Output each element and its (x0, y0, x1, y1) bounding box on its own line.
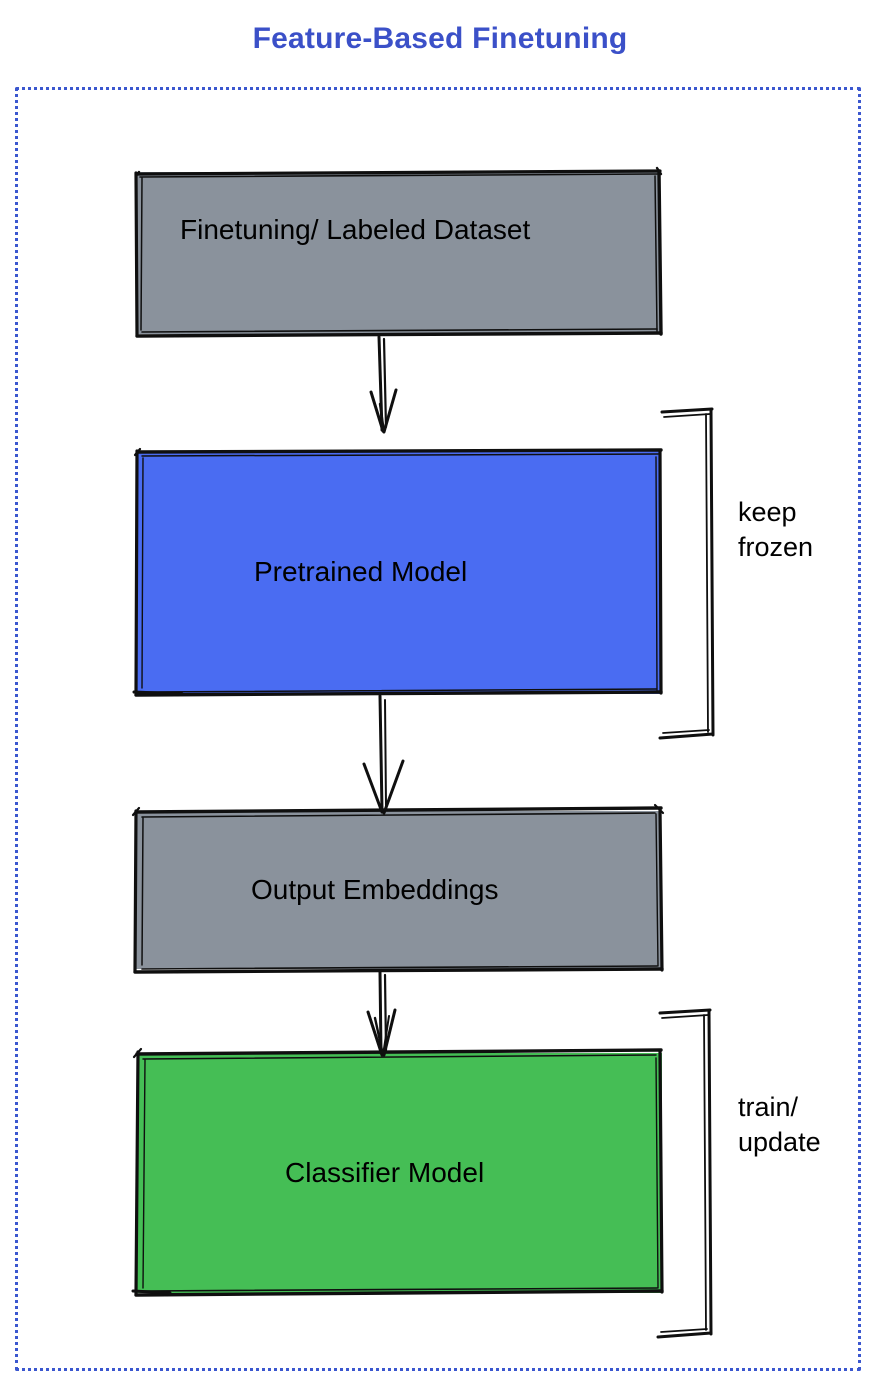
annotation-keep-frozen: keep frozen (738, 497, 814, 562)
dashed-container (15, 87, 861, 1371)
node-label: Finetuning/ Labeled Dataset (180, 213, 531, 245)
node-pretrained-model[interactable]: Pretrained Model (137, 451, 660, 694)
page-title: Feature-Based Finetuning (252, 22, 628, 55)
node-output-embeddings[interactable]: Output Embeddings (136, 811, 661, 969)
node-finetuning-labeled-dataset[interactable]: Finetuning/ Labeled Dataset (136, 172, 660, 334)
node-label: Pretrained Model (254, 556, 468, 588)
annotation-train-update: train/ update (738, 1092, 821, 1157)
node-label: Output Embeddings (251, 873, 499, 905)
node-label: Classifier Model (285, 1156, 485, 1188)
node-classifier-model[interactable]: Classifier Model (137, 1053, 662, 1293)
